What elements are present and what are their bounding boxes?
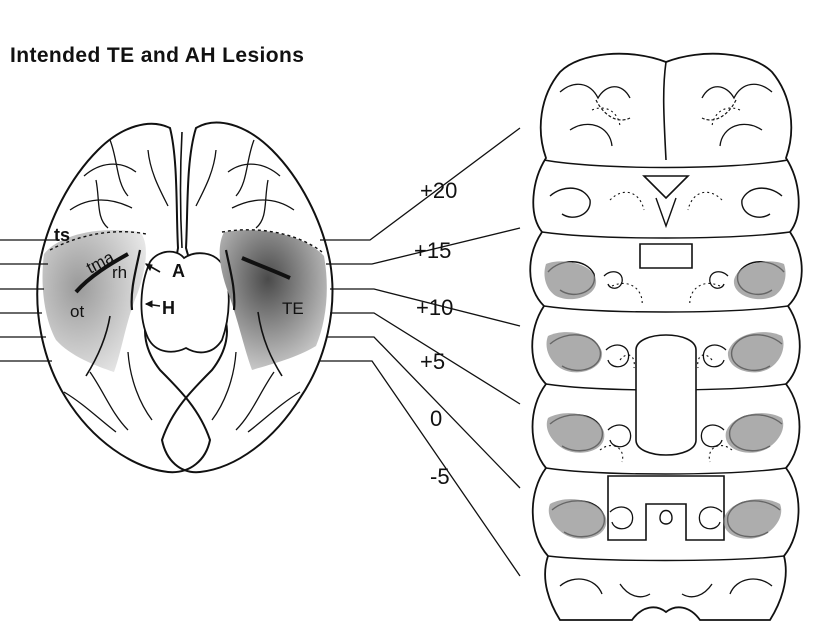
level-label-minus5: -5 bbox=[430, 466, 450, 488]
level-label-plus20: +20 bbox=[420, 180, 457, 202]
level-label-0: 0 bbox=[430, 408, 442, 430]
level-label-plus15: +15 bbox=[414, 240, 451, 262]
brainstem-cut bbox=[141, 252, 228, 353]
left-lesion-shading bbox=[43, 230, 146, 372]
label-ts: ts bbox=[54, 226, 70, 244]
level-label-plus5: +5 bbox=[420, 351, 445, 373]
label-rh: rh bbox=[112, 264, 127, 281]
label-TE: TE bbox=[282, 300, 304, 317]
right-lesion-shading bbox=[220, 230, 327, 370]
level-label-plus10: +10 bbox=[416, 297, 453, 319]
label-A: A bbox=[172, 262, 185, 280]
label-ot: ot bbox=[70, 303, 84, 320]
label-H: H bbox=[162, 299, 175, 317]
